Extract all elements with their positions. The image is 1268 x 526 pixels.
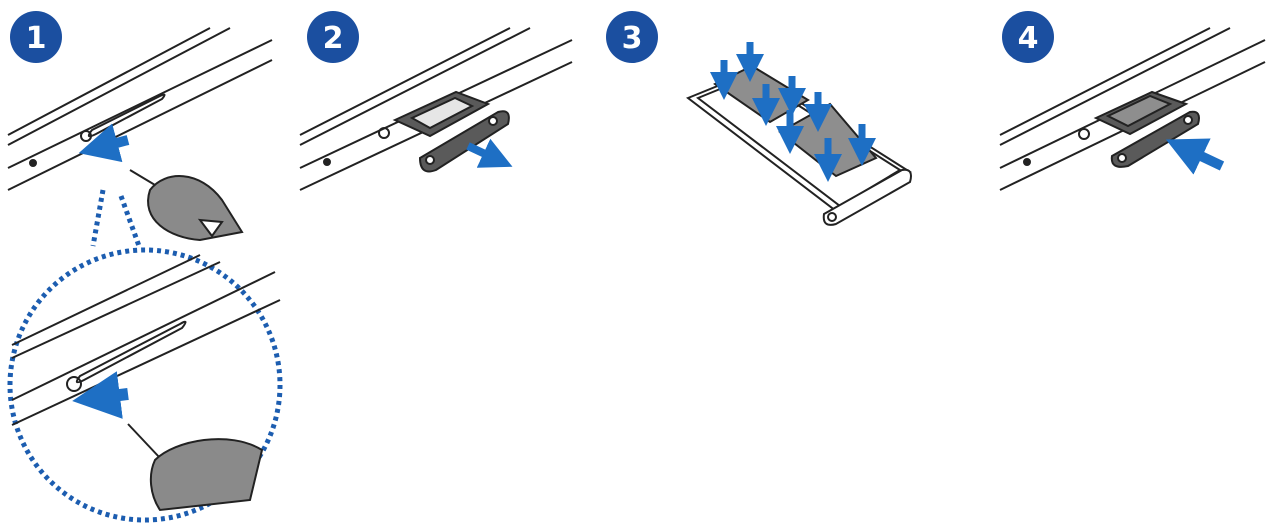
step-badge-icon bbox=[1002, 11, 1054, 63]
step-3-number: 3 bbox=[622, 21, 643, 56]
step-3-panel: 3 bbox=[606, 11, 912, 226]
push-arrow-icon bbox=[72, 371, 129, 419]
step-2-badge: 2 bbox=[307, 11, 359, 63]
down-arrow-icons bbox=[710, 42, 876, 182]
step-badge-icon bbox=[606, 11, 658, 63]
pull-arrow-icon bbox=[466, 138, 513, 168]
step-2-panel: 2 bbox=[299, 11, 573, 191]
push-arrow-icon bbox=[1165, 138, 1225, 175]
eject-pin-icon bbox=[129, 169, 244, 242]
step-badge-icon bbox=[10, 11, 62, 63]
step-4-number: 4 bbox=[1018, 21, 1039, 56]
magnify-callout-icon bbox=[7, 189, 283, 523]
step-3-badge: 3 bbox=[606, 11, 658, 63]
sim-tray-icon bbox=[392, 90, 510, 173]
step-1-badge: 1 bbox=[10, 11, 62, 63]
push-arrow-icon bbox=[78, 123, 130, 163]
step-4-badge: 4 bbox=[1002, 11, 1054, 63]
step-1-number: 1 bbox=[26, 21, 47, 56]
phone-edge bbox=[7, 27, 273, 191]
step-1-panel: 1 bbox=[7, 11, 283, 523]
sim-tray-icon bbox=[1093, 90, 1200, 168]
step-2-number: 2 bbox=[323, 21, 344, 56]
step-badge-icon bbox=[307, 11, 359, 63]
step-4-panel: 4 bbox=[999, 11, 1266, 191]
